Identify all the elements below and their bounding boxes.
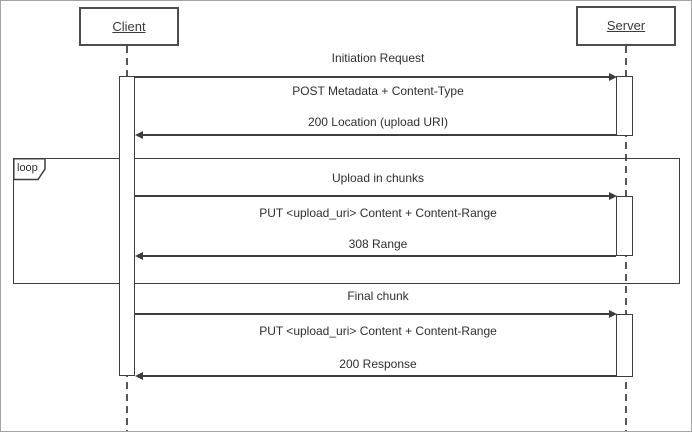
server-activation-bar-3 bbox=[616, 314, 633, 377]
loop-fragment-label: loop bbox=[17, 162, 38, 174]
loop-fragment-box bbox=[13, 158, 680, 284]
request-label-1: POST Metadata + Content-Type bbox=[292, 84, 464, 98]
request-label-3: PUT <upload_uri> Content + Content-Range bbox=[259, 324, 497, 338]
response-label-1: 200 Location (upload URI) bbox=[307, 115, 449, 129]
actor-client-box: Client bbox=[79, 7, 179, 46]
response-arrowhead-2 bbox=[135, 251, 143, 260]
request-label-2: PUT <upload_uri> Content + Content-Range bbox=[259, 206, 497, 220]
actor-server-label: Server bbox=[606, 18, 646, 33]
loop-fragment-pentagon bbox=[13, 158, 46, 181]
request-arrowhead-2 bbox=[609, 191, 617, 200]
server-activation-bar-2 bbox=[616, 196, 633, 256]
interaction-title-2: Upload in chunks bbox=[331, 171, 425, 185]
interaction-title-1: Initiation Request bbox=[331, 51, 425, 65]
response-arrow-3 bbox=[141, 375, 616, 377]
request-arrow-3 bbox=[135, 313, 611, 315]
request-arrow-1 bbox=[135, 76, 611, 78]
response-arrow-1 bbox=[141, 134, 616, 136]
response-label-3: 200 Response bbox=[339, 357, 417, 371]
client-activation-bar bbox=[119, 76, 135, 376]
response-arrow-2 bbox=[141, 255, 616, 257]
response-label-2: 308 Range bbox=[348, 237, 408, 251]
response-arrowhead-3 bbox=[135, 371, 143, 380]
response-arrowhead-1 bbox=[135, 130, 143, 139]
actor-server-box: Server bbox=[576, 6, 676, 46]
server-activation-bar-1 bbox=[616, 76, 633, 136]
request-arrowhead-1 bbox=[609, 72, 617, 81]
request-arrowhead-3 bbox=[609, 309, 617, 318]
request-arrow-2 bbox=[135, 195, 611, 197]
actor-client-label: Client bbox=[112, 19, 146, 34]
interaction-title-3: Final chunk bbox=[347, 289, 409, 303]
